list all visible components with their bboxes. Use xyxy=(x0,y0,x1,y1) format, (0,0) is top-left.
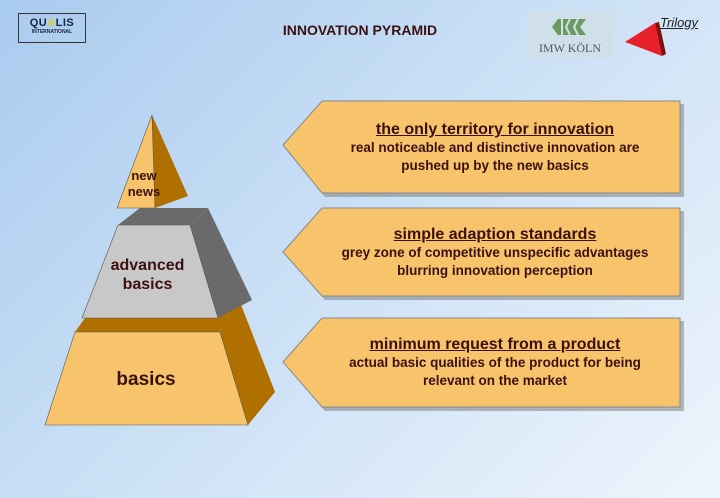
imw-leaf-icon xyxy=(552,18,586,36)
box-minimum: minimum request from a product actual ba… xyxy=(349,336,641,388)
level-label-basics: basics xyxy=(116,369,176,390)
box-innovation: the only territory for innovation real n… xyxy=(350,121,640,173)
trilogy-logo: Trilogy xyxy=(660,15,699,30)
level-label-new-news: new news xyxy=(127,168,161,199)
page-title: INNOVATION PYRAMID xyxy=(282,22,438,38)
arrow-boxes xyxy=(282,100,684,411)
box-adaption: simple adaption standards grey zone of c… xyxy=(341,226,649,278)
trilogy-triangle-icon xyxy=(625,22,666,56)
level-label-advanced-basics: advanced basics xyxy=(110,257,185,293)
imw-logo: IMW KÖLN xyxy=(526,10,614,58)
pyramid-advanced-basics xyxy=(81,208,252,319)
pyramid-new-news xyxy=(116,114,188,209)
